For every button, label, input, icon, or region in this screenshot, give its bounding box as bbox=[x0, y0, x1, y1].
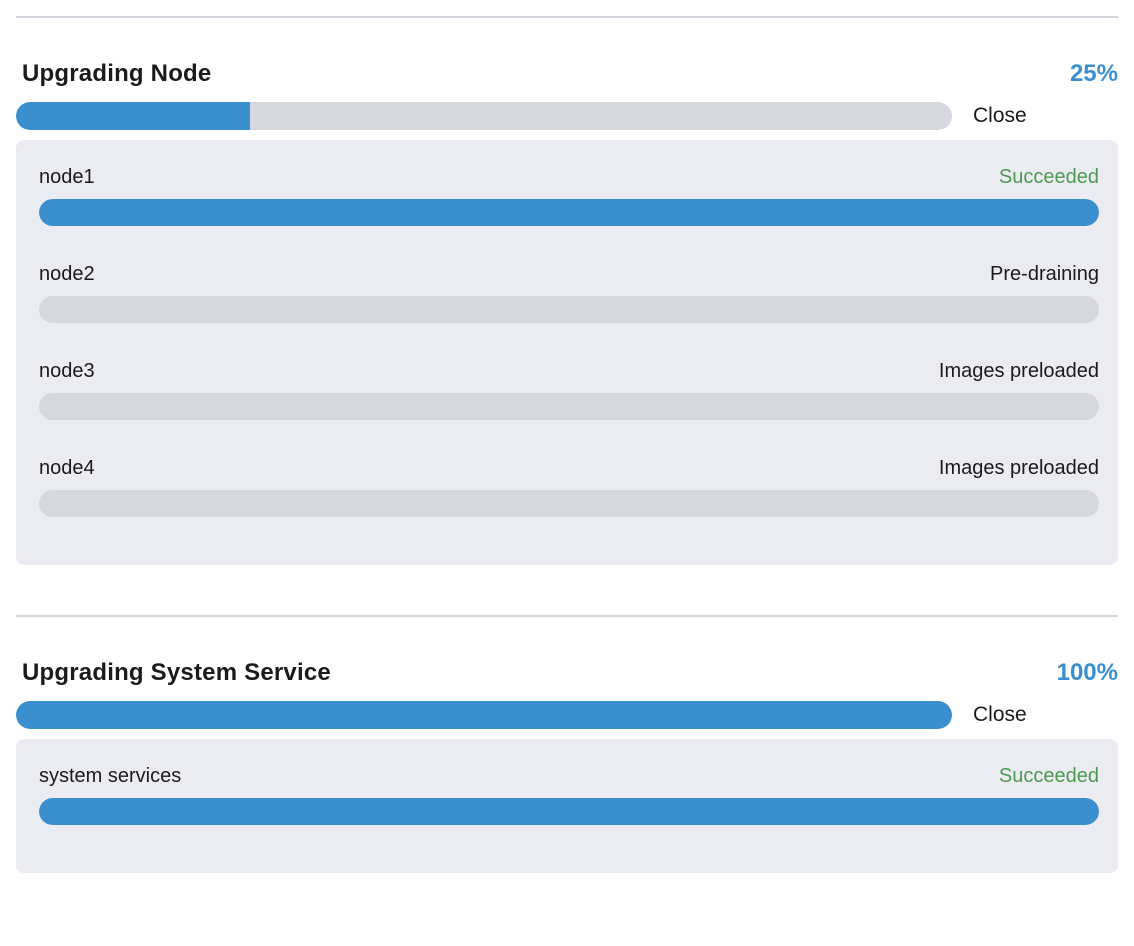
section-percent: 25% bbox=[1069, 60, 1118, 87]
node-row: node1 Succeeded bbox=[39, 164, 1099, 226]
node-progress-track bbox=[39, 296, 1099, 323]
section-upgrading-system-service: Upgrading System Service 100% Close syst… bbox=[16, 659, 1118, 873]
section-upgrading-node: Upgrading Node 25% Close node1 Succeeded bbox=[16, 60, 1118, 565]
node-progress-track bbox=[39, 199, 1099, 226]
node-name: node1 bbox=[39, 166, 95, 188]
section-title: Upgrading System Service bbox=[22, 659, 331, 686]
overall-progress-fill bbox=[16, 701, 952, 729]
section-header: Upgrading Node 25% bbox=[16, 60, 1118, 88]
overall-progress-row: Close bbox=[16, 102, 1118, 130]
close-button[interactable]: Close bbox=[973, 104, 1027, 127]
service-row: system services Succeeded bbox=[39, 763, 1099, 825]
section-title: Upgrading Node bbox=[22, 60, 212, 87]
node-progress-fill bbox=[39, 199, 1099, 226]
node-status: Images preloaded bbox=[938, 360, 1099, 382]
node-name: node3 bbox=[39, 360, 95, 382]
node-name: node4 bbox=[39, 457, 95, 479]
section-header: Upgrading System Service 100% bbox=[16, 659, 1118, 687]
upgrade-status-page: Upgrading Node 25% Close node1 Succeeded bbox=[0, 16, 1134, 873]
node-name: node2 bbox=[39, 263, 95, 285]
section-divider bbox=[16, 16, 1118, 18]
node-row: node3 Images preloaded bbox=[39, 358, 1099, 420]
close-button[interactable]: Close bbox=[973, 703, 1027, 726]
node-progress-panel: node1 Succeeded node2 Pre-draining n bbox=[16, 140, 1118, 565]
node-row: node4 Images preloaded bbox=[39, 455, 1099, 517]
service-progress-fill bbox=[39, 798, 1099, 825]
service-name: system services bbox=[39, 765, 182, 787]
node-progress-track bbox=[39, 393, 1099, 420]
overall-progress-track bbox=[16, 102, 952, 130]
node-row: node2 Pre-draining bbox=[39, 261, 1099, 323]
section-percent: 100% bbox=[1056, 659, 1118, 686]
section-divider bbox=[16, 615, 1118, 617]
service-status: Succeeded bbox=[998, 765, 1099, 787]
node-progress-track bbox=[39, 490, 1099, 517]
service-progress-panel: system services Succeeded bbox=[16, 739, 1118, 873]
node-status: Pre-draining bbox=[990, 263, 1099, 285]
service-progress-track bbox=[39, 798, 1099, 825]
overall-progress-fill bbox=[16, 102, 250, 130]
node-status: Succeeded bbox=[998, 166, 1099, 188]
overall-progress-row: Close bbox=[16, 701, 1118, 729]
node-status: Images preloaded bbox=[938, 457, 1099, 479]
overall-progress-track bbox=[16, 701, 952, 729]
